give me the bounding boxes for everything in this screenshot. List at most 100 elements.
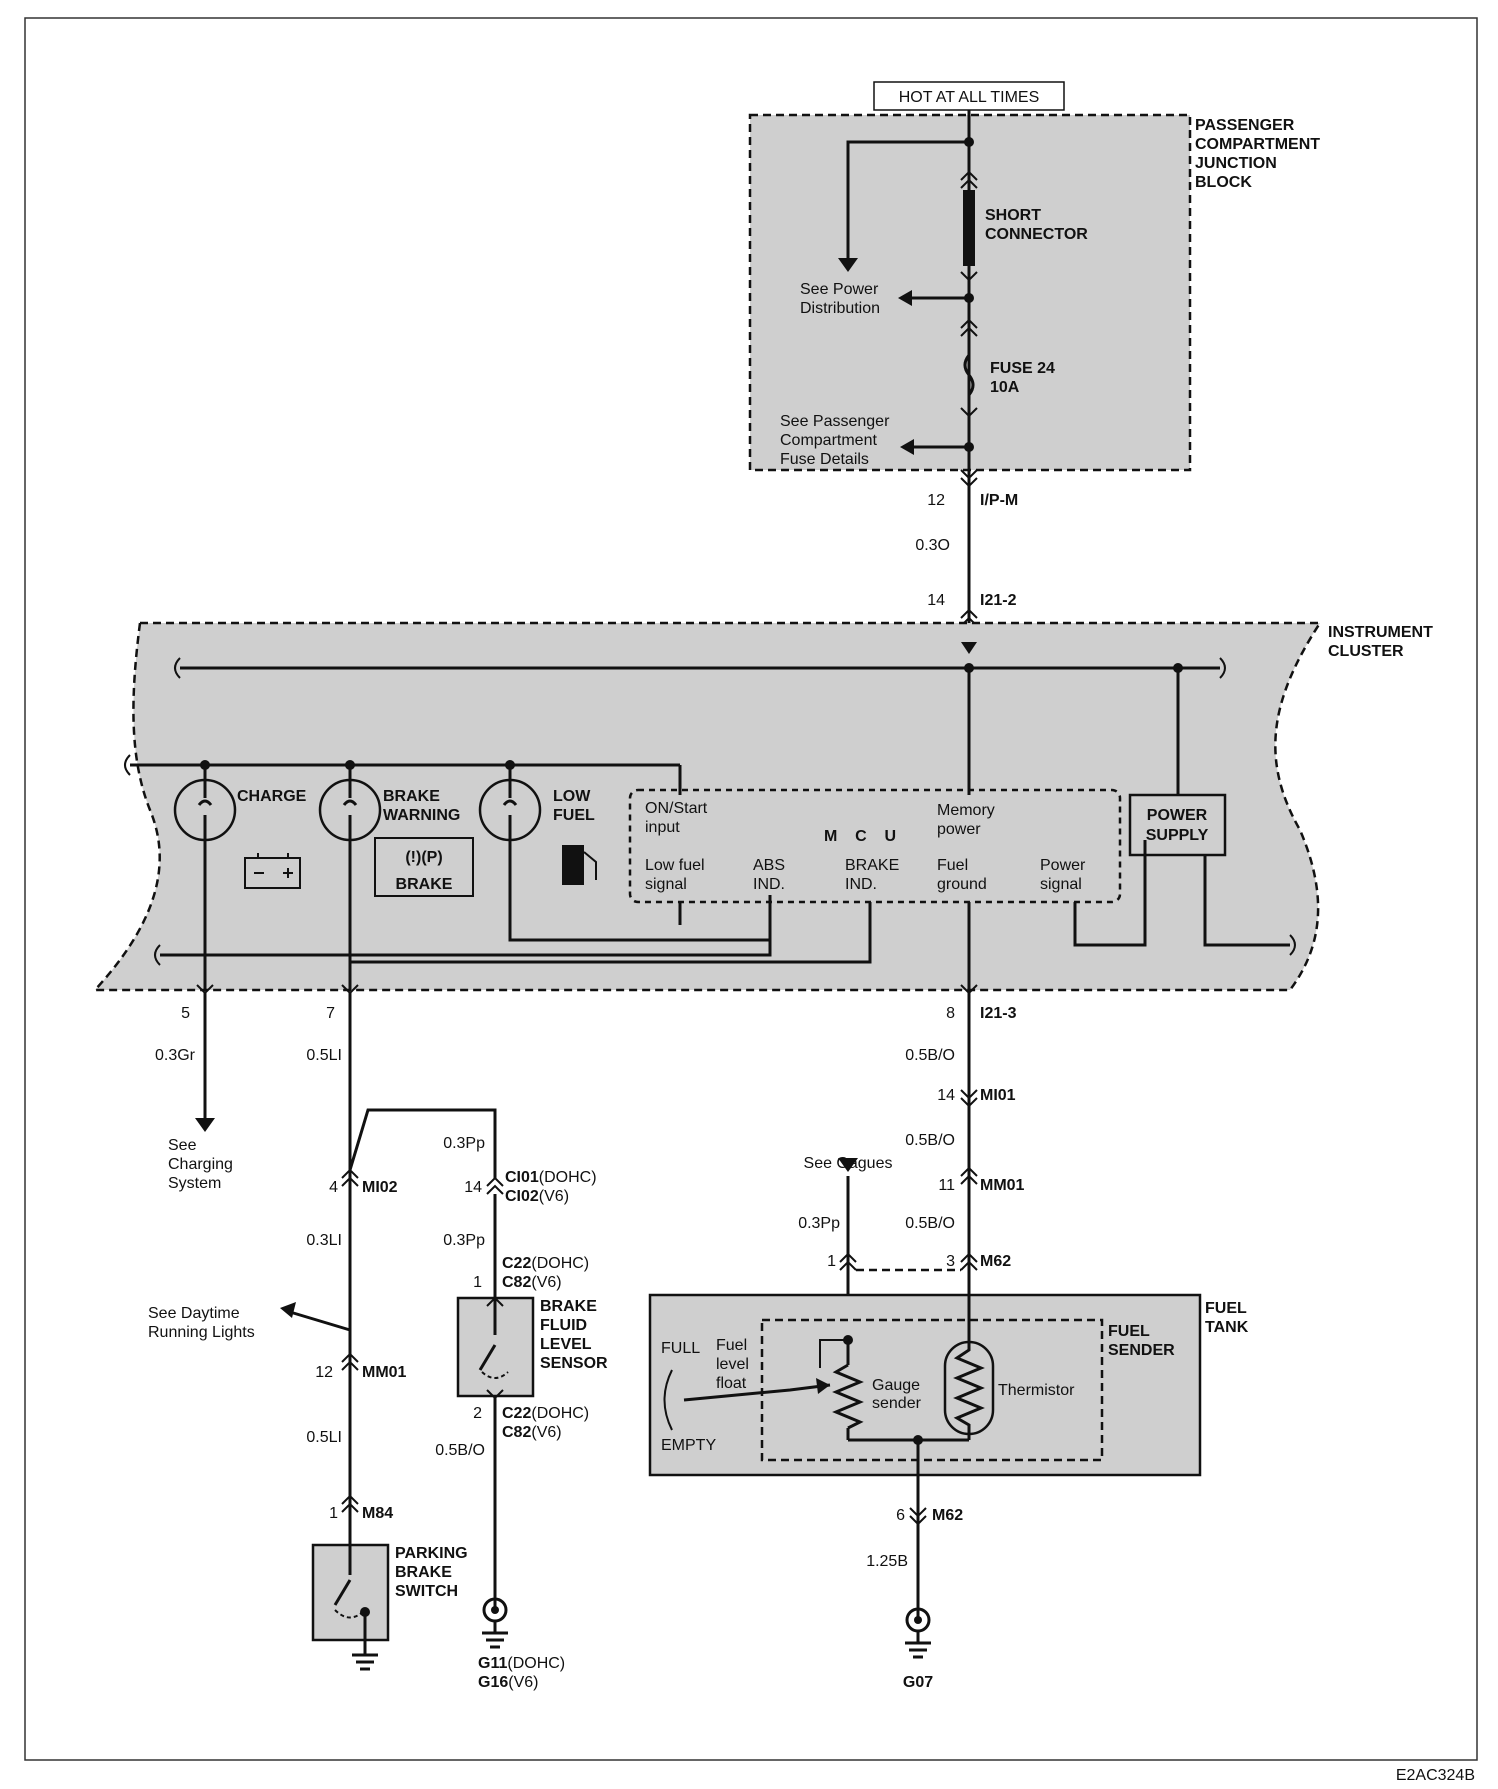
power-signal-label-1: Power bbox=[1040, 857, 1086, 874]
see-charging-1: See bbox=[168, 1137, 197, 1154]
wire-03gr: 0.3Gr bbox=[155, 1047, 196, 1064]
gauge-sender-label-1: Gauge bbox=[872, 1377, 920, 1394]
brake-fluid-label-1: BRAKE bbox=[540, 1298, 597, 1315]
see-fuse-label-3: Fuse Details bbox=[780, 451, 869, 468]
brake-icon-text: BRAKE bbox=[396, 876, 453, 893]
fuel-tank-title-1: FUEL bbox=[1205, 1300, 1247, 1317]
junction-block-title-4: BLOCK bbox=[1195, 174, 1252, 191]
mi02-name: MI02 bbox=[362, 1179, 398, 1196]
m62-name: M62 bbox=[980, 1253, 1011, 1270]
brake-fluid-label-2: FLUID bbox=[540, 1317, 587, 1334]
mi01-name: MI01 bbox=[980, 1087, 1016, 1104]
parking-switch-icon bbox=[333, 1520, 378, 1671]
wire-05bo-b: 0.5B/O bbox=[905, 1132, 955, 1149]
power-supply-out bbox=[1203, 855, 1290, 947]
fluid-link-wire bbox=[348, 1108, 497, 1178]
c22-top-name: C22(DOHC) bbox=[502, 1255, 589, 1272]
i212-arrow bbox=[961, 642, 977, 654]
mcu-label: M C U bbox=[824, 828, 896, 845]
fuse-details-arrow bbox=[900, 439, 914, 455]
fuel-tank-title-2: TANK bbox=[1205, 1319, 1249, 1336]
c5-pin: 5 bbox=[181, 1005, 190, 1022]
m62-bot-pin: 6 bbox=[896, 1507, 905, 1524]
cluster-title-1: INSTRUMENT bbox=[1328, 624, 1433, 641]
c82-bot-name: C82(V6) bbox=[502, 1424, 562, 1441]
float-label-2: level bbox=[716, 1356, 749, 1373]
see-gauges-arrow bbox=[838, 1158, 858, 1172]
ci01-name: CI01(DOHC) bbox=[505, 1169, 597, 1186]
fuel-ground-label-1: Fuel bbox=[937, 857, 968, 874]
ipm-name: I/P-M bbox=[980, 492, 1018, 509]
power-signal-wire bbox=[1073, 840, 1147, 947]
on-start-label-2: input bbox=[645, 819, 680, 836]
see-daytime-1: See Daytime bbox=[148, 1305, 240, 1322]
power-supply-label-1: POWER bbox=[1147, 807, 1208, 824]
wire-125b: 1.25B bbox=[866, 1553, 908, 1570]
abs-break bbox=[154, 944, 161, 966]
wire-03o: 0.3O bbox=[915, 537, 950, 554]
fluid-switch-icon bbox=[478, 1296, 509, 1400]
mm01-name-l: MM01 bbox=[362, 1364, 407, 1381]
c7-pin: 7 bbox=[326, 1005, 335, 1022]
thermistor-label: Thermistor bbox=[998, 1382, 1075, 1399]
m84-chevrons bbox=[341, 1494, 359, 1513]
mcu-box bbox=[628, 788, 1122, 904]
wire-05bo-c: 0.5B/O bbox=[905, 1215, 955, 1232]
parking-brake-label-2: BRAKE bbox=[395, 1564, 452, 1581]
loop-arrow bbox=[838, 258, 858, 272]
wire-03pp-b: 0.3Pp bbox=[443, 1232, 485, 1249]
i212-pin: 14 bbox=[927, 592, 945, 609]
power-dist-arrow bbox=[898, 290, 912, 306]
brake-warning-label-2: WARNING bbox=[383, 807, 460, 824]
mi01-pin: 14 bbox=[937, 1087, 955, 1104]
fuel-tank-box bbox=[648, 1293, 1202, 1477]
brake-ind-label-1: BRAKE bbox=[845, 857, 899, 874]
brake-fluid-label-3: LEVEL bbox=[540, 1336, 592, 1353]
mm01-pin-r: 11 bbox=[938, 1177, 955, 1194]
daytime-wire bbox=[289, 1310, 351, 1332]
mi02-chevrons bbox=[341, 1168, 359, 1187]
bus-break-left bbox=[174, 657, 181, 679]
fuel-sender-label-2: SENDER bbox=[1108, 1342, 1175, 1359]
ci-pin: 14 bbox=[464, 1179, 482, 1196]
m62-bottom-chevrons bbox=[909, 1507, 927, 1526]
wire-05li-b: 0.5LI bbox=[306, 1429, 342, 1446]
gauge-sender-resistor bbox=[832, 1363, 864, 1430]
wire-03li: 0.3LI bbox=[306, 1232, 342, 1249]
charge-lamp-icon bbox=[173, 765, 237, 990]
gauge-sender-label-2: sender bbox=[872, 1395, 922, 1412]
ci-chevrons bbox=[486, 1176, 504, 1195]
brake-symbols: (!)(P) bbox=[405, 849, 442, 866]
junction-block-title-1: PASSENGER bbox=[1195, 117, 1295, 134]
memory-power-label-2: power bbox=[937, 821, 981, 838]
low-fuel-label-2: FUEL bbox=[553, 807, 595, 824]
brake-icon-box bbox=[374, 837, 474, 897]
abs-ind-wire bbox=[160, 902, 772, 957]
footer-code: E2AC324B bbox=[1396, 1767, 1475, 1784]
fuse-label-2: 10A bbox=[990, 379, 1020, 396]
see-gauges-label: See Gagues bbox=[804, 1155, 893, 1172]
m84-pin: 1 bbox=[329, 1505, 338, 1522]
wire-03pp-g: 0.3Pp bbox=[798, 1215, 840, 1232]
g11-label: G11(DOHC) bbox=[478, 1655, 565, 1672]
low-fuel-label-1: LOW bbox=[553, 788, 591, 805]
empty-label: EMPTY bbox=[661, 1437, 716, 1454]
hot-at-all-times-box bbox=[873, 81, 1065, 111]
mm01-pin-l: 12 bbox=[315, 1364, 333, 1381]
parking-brake-label-1: PARKING bbox=[395, 1545, 468, 1562]
m62-pin1: 1 bbox=[827, 1253, 836, 1270]
see-charging-3: System bbox=[168, 1175, 221, 1192]
wire-05bo-a: 0.5B/O bbox=[905, 1047, 955, 1064]
brake-ind-wire bbox=[350, 902, 872, 964]
ipm-pin: 12 bbox=[927, 492, 945, 509]
bus-break-right bbox=[1219, 657, 1226, 679]
float-arm-arrow bbox=[816, 1378, 830, 1394]
charge-label: CHARGE bbox=[237, 788, 307, 805]
i213-name: I21-3 bbox=[980, 1005, 1017, 1022]
see-charging-2: Charging bbox=[168, 1156, 233, 1173]
brake-ind-label-2: IND. bbox=[845, 876, 877, 893]
wire-05li-a: 0.5LI bbox=[306, 1047, 342, 1064]
fuel-sender-box bbox=[760, 1318, 1104, 1462]
m84-name: M84 bbox=[362, 1505, 393, 1522]
